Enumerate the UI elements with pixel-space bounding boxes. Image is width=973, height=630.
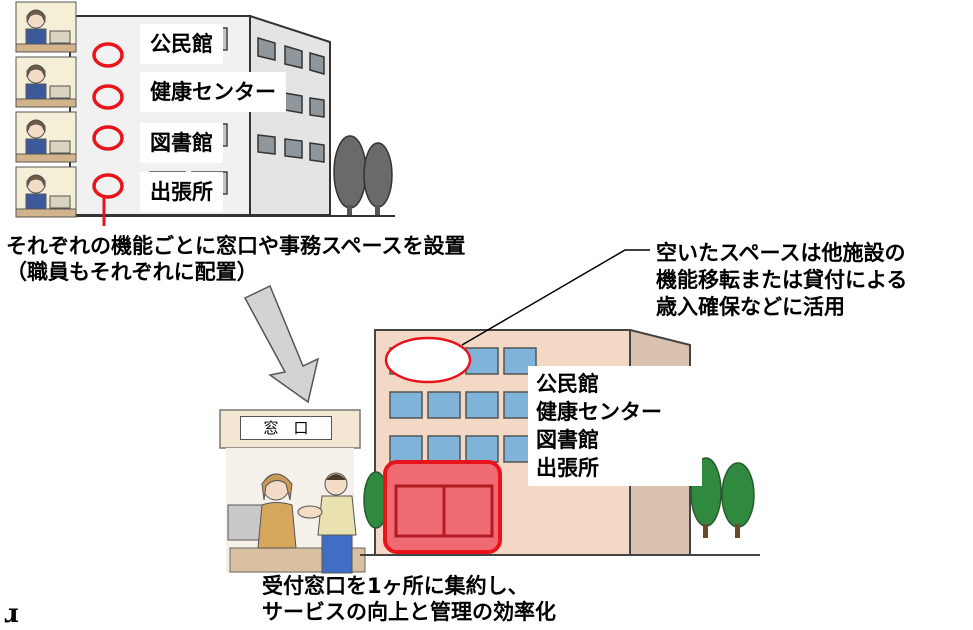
old-facility-label-library: 図書館	[140, 123, 223, 163]
new-facility-label-community-hall: 公民館	[536, 372, 599, 396]
transition-arrow	[243, 284, 320, 404]
corner-mark: ɹ	[4, 599, 19, 629]
space-note-line-3: 歳入確保などに活用	[656, 295, 845, 319]
after-caption-line-2: サービスの向上と管理の効率化	[262, 600, 556, 624]
after-caption-line-1: 受付窓口を1ヶ所に集約し、	[262, 574, 529, 598]
new-facility-label-branch-office: 出張所	[536, 456, 599, 480]
old-facility-label-community-hall: 公民館	[140, 24, 223, 64]
old-counter-markers	[92, 42, 124, 199]
before-caption-line-1: それぞれの機能ごとに窓口や事務スペースを設置	[6, 234, 466, 258]
old-facility-label-health-center: 健康センター	[140, 72, 286, 112]
before-caption-line-2: （職員もそれぞれに配置）	[6, 260, 258, 284]
new-facility-list: 公民館 健康センター 図書館 出張所	[528, 366, 702, 486]
staff-panels	[15, 1, 77, 218]
counter-scene	[219, 409, 366, 574]
space-note-line-1: 空いたスペースは他施設の	[656, 241, 906, 265]
vacant-space-marker	[384, 336, 472, 384]
counter-sign: 窓 口	[240, 416, 332, 440]
consolidated-counter	[383, 460, 502, 554]
space-note-leader	[461, 249, 650, 346]
new-facility-label-library: 図書館	[536, 428, 599, 452]
new-facility-label-health-center: 健康センター	[536, 400, 662, 424]
space-note-line-2: 機能移転または貸付による	[656, 268, 908, 292]
old-facility-label-branch-office: 出張所	[140, 172, 223, 212]
